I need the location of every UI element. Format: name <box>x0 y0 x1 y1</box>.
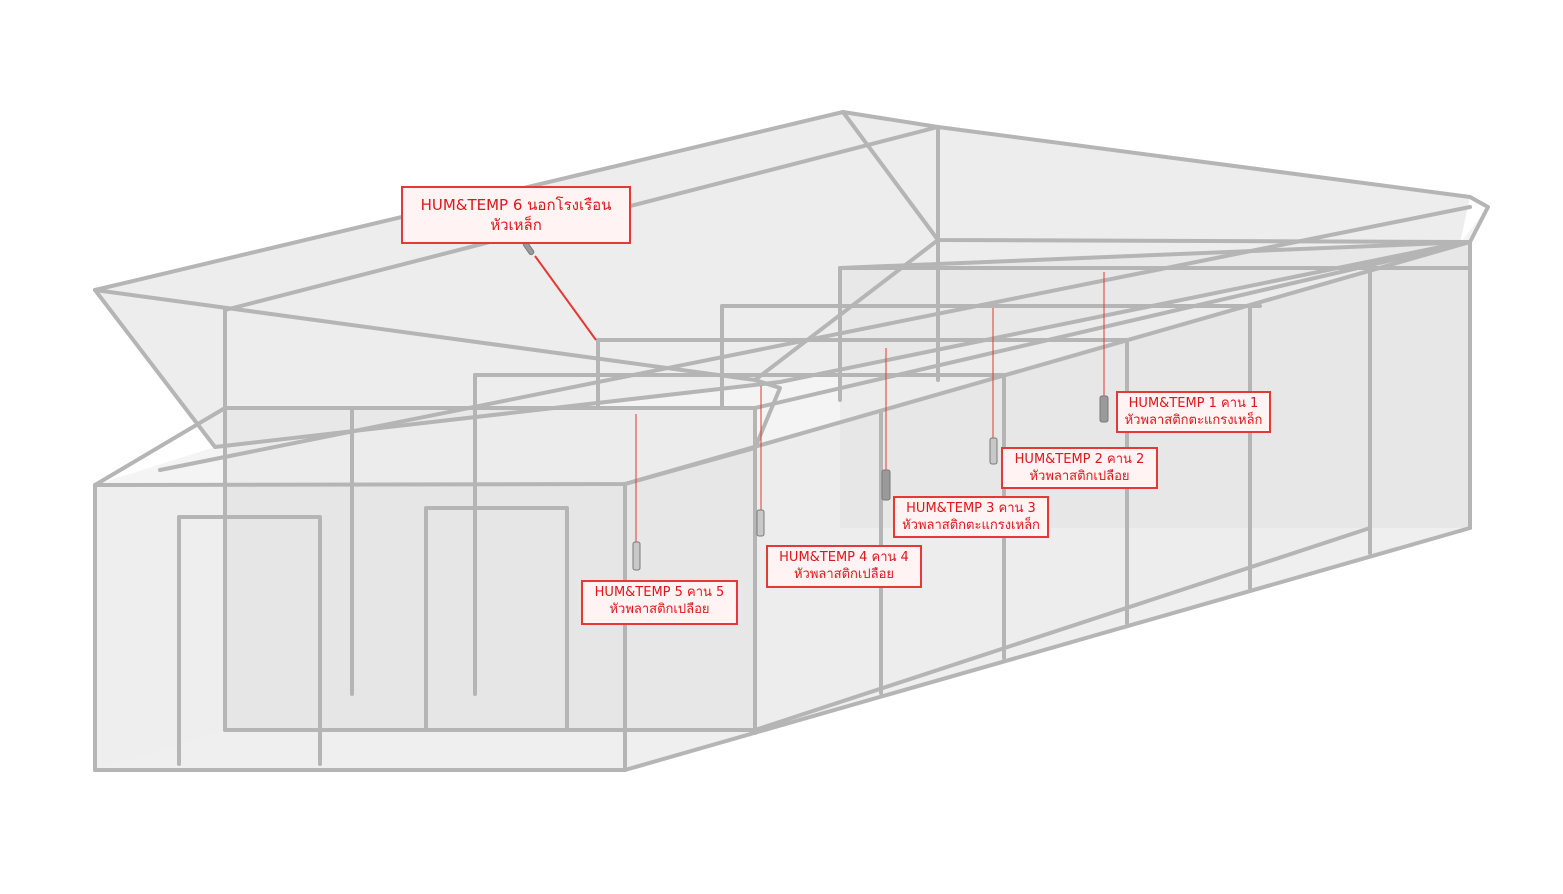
sensor-label-4: HUM&TEMP 4 คาน 4 หัวพลาสติกเปลือย <box>766 545 922 588</box>
sensor-3-probe <box>881 469 891 501</box>
sensor-label-3-subtitle: หัวพลาสติกตะแกรงเหล็ก <box>902 518 1040 533</box>
sensor-label-2-title: HUM&TEMP 2 คาน 2 <box>1014 452 1145 467</box>
sensor-probes <box>522 241 1109 571</box>
sensor-label-1-subtitle: หัวพลาสติกตะแกรงเหล็ก <box>1124 413 1263 428</box>
roof-left <box>95 112 1470 447</box>
sensor-label-5-title: HUM&TEMP 5 คาน 5 <box>594 585 725 600</box>
greenhouse-frame <box>93 110 1490 772</box>
sensor-label-5: HUM&TEMP 5 คาน 5 หัวพลาสติกเปลือย <box>581 580 738 625</box>
sensor-6-lead <box>534 255 597 341</box>
sensor-4-probe <box>756 509 765 537</box>
roof-hip-2 <box>753 238 940 382</box>
sensor-label-6-title: HUM&TEMP 6 นอกโรงเรือน <box>420 196 612 214</box>
sensor-label-1-title: HUM&TEMP 1 คาน 1 <box>1128 396 1259 411</box>
sensor-label-2-subtitle: หัวพลาสติกเปลือย <box>1029 469 1130 484</box>
door-left-frame <box>177 515 322 766</box>
sensor-label-3-title: HUM&TEMP 3 คาน 3 <box>906 501 1036 516</box>
sensor-1-probe <box>1099 395 1109 423</box>
sensor-label-4-title: HUM&TEMP 4 คาน 4 <box>779 550 909 565</box>
sensor-label-2: HUM&TEMP 2 คาน 2 หัวพลาสติกเปลือย <box>1001 447 1158 489</box>
sensor-label-6: HUM&TEMP 6 นอกโรงเรือน หัวเหล็ก <box>401 186 631 244</box>
door-right-frame <box>424 506 569 732</box>
roof-right <box>95 207 1488 485</box>
sensor-drops <box>534 255 1105 544</box>
sensor-label-1: HUM&TEMP 1 คาน 1 หัวพลาสติกตะแกรงเหล็ก <box>1116 391 1271 433</box>
sensor-5-probe <box>632 541 641 571</box>
roof-gable-front <box>93 406 227 487</box>
front-end-wall <box>95 484 625 770</box>
ground-rail-back-side <box>753 526 1372 732</box>
roof-gable-left <box>93 241 1462 449</box>
sensor-label-6-subtitle: หัวเหล็ก <box>490 216 542 234</box>
eave-upper-rail <box>838 240 1472 270</box>
roof-valley <box>93 288 782 486</box>
sensor-label-3: HUM&TEMP 3 คาน 3 หัวพลาสติกตะแกรงเหล็ก <box>893 496 1049 538</box>
roof-ridge <box>93 110 1490 292</box>
sensor-label-4-subtitle: หัวพลาสติกเปลือย <box>793 567 895 582</box>
sensor-2-probe <box>989 437 998 465</box>
sensor-label-5-subtitle: หัวพลาสติกเปลือย <box>609 602 710 617</box>
